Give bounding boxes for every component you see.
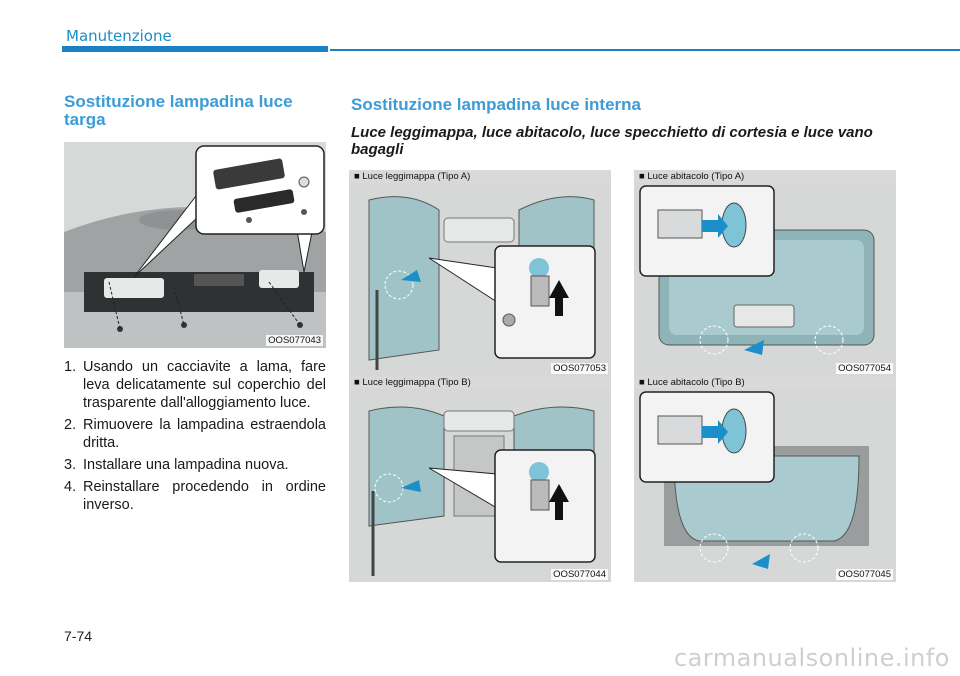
steps-list: 1. Usando un cacciavite a lama, fare leva… (64, 358, 326, 518)
cabin-light-type-a-figure: OOS077054 ■ Luce abitacolo (Tipo A) (634, 170, 896, 376)
figure-code: OOS077043 (266, 335, 323, 346)
map-light-a-illustration (349, 170, 611, 376)
figure-caption: ■ Luce leggimappa (Tipo B) (349, 376, 611, 389)
cabin-light-b-illustration (634, 376, 896, 582)
step-text: Rimuovere la lampadina estraendola dritt… (83, 417, 326, 451)
interior-light-subheading: Luce leggimappa, luce abitacolo, luce sp… (351, 124, 873, 158)
figure-caption: ■ Luce abitacolo (Tipo A) (634, 170, 896, 183)
list-item: 4. Reinstallare procedendo in ordine inve… (64, 478, 326, 514)
step-number: 4. (64, 479, 77, 495)
step-text: Reinstallare procedendo in ordine invers… (83, 479, 326, 513)
figure-code: OOS077053 (551, 363, 608, 374)
map-light-type-a-figure: OOS077053 ■ Luce leggimappa (Tipo A) (349, 170, 611, 376)
step-number: 1. (64, 359, 77, 375)
section-rule (330, 49, 960, 51)
watermark: carmanualsonline.info (673, 644, 950, 672)
map-light-type-b-figure: OOS077044 ■ Luce leggimappa (Tipo B) (349, 376, 611, 582)
figure-code: OOS077045 (836, 569, 893, 580)
cabin-light-type-b-figure: OOS077045 ■ Luce abitacolo (Tipo B) (634, 376, 896, 582)
figure-caption: ■ Luce leggimappa (Tipo A) (349, 170, 611, 183)
step-number: 3. (64, 457, 77, 473)
figure-code: OOS077044 (551, 569, 608, 580)
list-item: 3. Installare una lampadina nuova. (64, 456, 326, 474)
cabin-light-a-illustration (634, 170, 896, 376)
step-text: Installare una lampadina nuova. (83, 457, 289, 473)
step-number: 2. (64, 417, 77, 433)
figure-caption: ■ Luce abitacolo (Tipo B) (634, 376, 896, 389)
map-light-b-illustration (349, 376, 611, 582)
license-plate-heading: Sostituzione lampadina luce targa (64, 92, 293, 129)
interior-light-heading: Sostituzione lampadina luce interna (351, 95, 641, 114)
license-plate-illustration (64, 142, 326, 348)
figure-code: OOS077054 (836, 363, 893, 374)
license-plate-figure: OOS077043 (64, 142, 326, 348)
list-item: 2. Rimuovere la lampadina estraendola dri… (64, 416, 326, 452)
section-accent-bar (62, 46, 328, 52)
section-title: Manutenzione (66, 27, 172, 45)
list-item: 1. Usando un cacciavite a lama, fare leva… (64, 358, 326, 412)
page-number: 7-74 (64, 628, 93, 644)
step-text: Usando un cacciavite a lama, fare leva d… (83, 359, 326, 411)
